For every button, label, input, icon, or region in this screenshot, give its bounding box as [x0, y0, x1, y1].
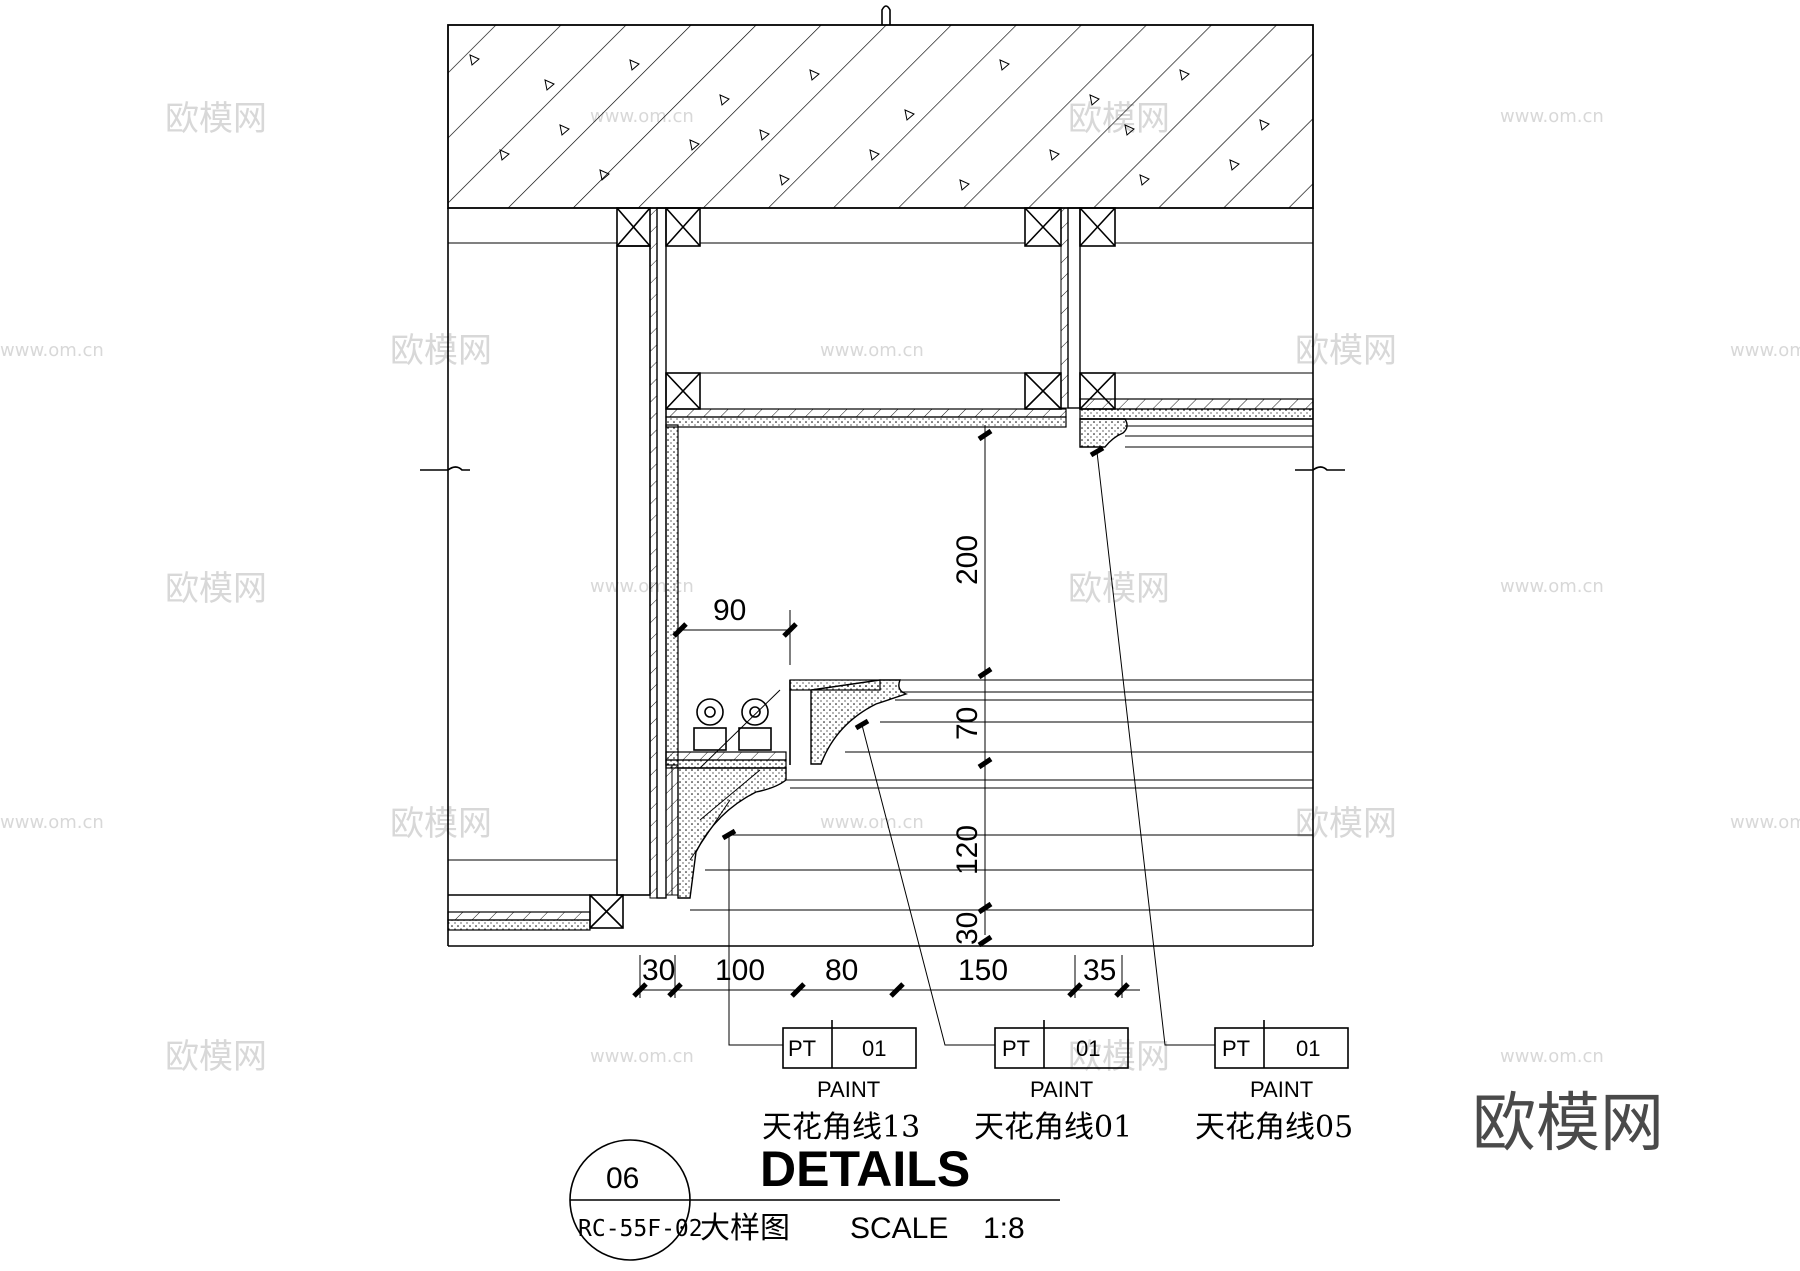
dim-90: 90	[713, 594, 746, 627]
scale-label: SCALE	[850, 1212, 948, 1245]
watermark-url: www.om.cn	[0, 812, 104, 833]
tag-material: PAINT	[817, 1077, 880, 1102]
watermark-brand: 欧模网	[1068, 1037, 1170, 1077]
dimension-tick	[1067, 982, 1083, 998]
cornice-13-profile	[677, 767, 787, 899]
watermark-brand: 欧模网	[1295, 804, 1397, 844]
break-symbol	[420, 466, 470, 471]
dim-120: 120	[951, 825, 984, 875]
material-tag-05: PT 01 PAINT 天花角线05	[1195, 1020, 1353, 1145]
dim-35: 35	[1083, 954, 1116, 987]
dimension-tick	[1114, 982, 1130, 998]
dimension-tick	[977, 756, 993, 770]
watermark-brand: 欧模网	[390, 331, 492, 371]
dim-70: 70	[951, 707, 984, 740]
drawing-title: DETAILS	[760, 1141, 970, 1197]
dimension-tick	[672, 622, 688, 638]
dim-30-horizontal: 30	[642, 954, 675, 987]
tag-material: PAINT	[1250, 1077, 1313, 1102]
tag-code: PT	[1002, 1036, 1030, 1061]
vertical-framing	[616, 207, 1081, 899]
dimension-tick	[977, 428, 993, 442]
dim-100: 100	[715, 954, 765, 987]
aggregate-marks	[469, 54, 1270, 191]
watermark-brand-tiles: 欧模网 欧模网 欧模网 欧模网 欧模网 欧模网 欧模网 欧模网 欧模网 欧模网	[165, 99, 1397, 1077]
watermark-url: www.om.cn	[0, 340, 104, 361]
dim-150: 150	[958, 954, 1008, 987]
dim-30-vertical: 30	[951, 912, 984, 945]
tag-number: 01	[1296, 1036, 1320, 1061]
tag-label: 天花角线13	[762, 1110, 920, 1145]
dimension-tick	[632, 982, 648, 998]
leader-lines	[721, 445, 1215, 1046]
watermark-url: www.om.cn	[1500, 1046, 1604, 1067]
dimension-tick	[667, 982, 683, 998]
material-tag-01: PT 01 PAINT 天花角线01	[974, 1020, 1132, 1145]
watermark-brand: 欧模网	[1295, 331, 1397, 371]
watermark-brand: 欧模网	[165, 99, 267, 139]
title-block: 06 RC-55F-02 DETAILS 大样图 SCALE 1:8	[569, 1139, 1060, 1261]
watermark-url: www.om.cn	[590, 1046, 694, 1067]
brand-watermark: 欧模网	[1472, 1087, 1664, 1161]
ceiling-section-outline	[420, 208, 1345, 947]
watermark-url-tiles: www.om.cn www.om.cn www.om.cn www.om.cn …	[0, 106, 1800, 1067]
watermark-layer: 欧模网 欧模网 欧模网 欧模网 欧模网 欧模网 欧模网 欧模网 欧模网 欧模网 …	[0, 99, 1800, 1077]
dimension-tick	[889, 982, 905, 998]
tag-code: PT	[1222, 1036, 1250, 1061]
material-tag-13: PT 01 PAINT 天花角线13	[762, 1020, 920, 1145]
tag-label: 天花角线05	[1195, 1110, 1353, 1145]
lamp-fixtures	[693, 698, 772, 751]
dimension-tick	[977, 666, 993, 680]
dimension-lines: 200 70 120 30 30 100 80 150 35 90	[632, 425, 1140, 998]
watermark-url: www.om.cn	[1500, 576, 1604, 597]
break-symbol	[881, 5, 891, 25]
watermark-brand: 欧模网	[390, 804, 492, 844]
watermark-url: www.om.cn	[1500, 106, 1604, 127]
dimension-tick	[790, 982, 806, 998]
tag-material: PAINT	[1030, 1077, 1093, 1102]
dimension-tick	[782, 622, 798, 638]
detail-number: 06	[606, 1162, 639, 1195]
watermark-url: www.om.cn	[1730, 812, 1800, 833]
dim-80: 80	[825, 954, 858, 987]
cornice-moldings	[677, 418, 1128, 899]
watermark-url: www.om.cn	[1730, 340, 1800, 361]
tag-code: PT	[788, 1036, 816, 1061]
watermark-url: www.om.cn	[820, 812, 924, 833]
dimension-tick	[977, 934, 993, 948]
tag-number: 01	[862, 1036, 886, 1061]
molding-lines	[690, 425, 1313, 911]
watermark-brand: 欧模网	[1068, 569, 1170, 609]
tag-label: 天花角线01	[974, 1110, 1132, 1145]
break-symbol	[1295, 466, 1345, 471]
cornice-05-profile	[1079, 418, 1128, 448]
cornice-01-profile	[810, 679, 909, 765]
drawing-subtitle-cn: 大样图	[700, 1211, 790, 1246]
watermark-brand: 欧模网	[165, 569, 267, 609]
sheet-reference: RC-55F-02	[578, 1216, 703, 1242]
watermark-url: www.om.cn	[820, 340, 924, 361]
watermark-brand: 欧模网	[165, 1037, 267, 1077]
scale-value: 1:8	[983, 1212, 1025, 1245]
ceiling-boards	[447, 398, 1314, 931]
tag-number: 01	[1076, 1036, 1100, 1061]
dimension-tick	[977, 901, 993, 915]
dim-200: 200	[951, 535, 984, 585]
concrete-slab	[447, 5, 1314, 209]
